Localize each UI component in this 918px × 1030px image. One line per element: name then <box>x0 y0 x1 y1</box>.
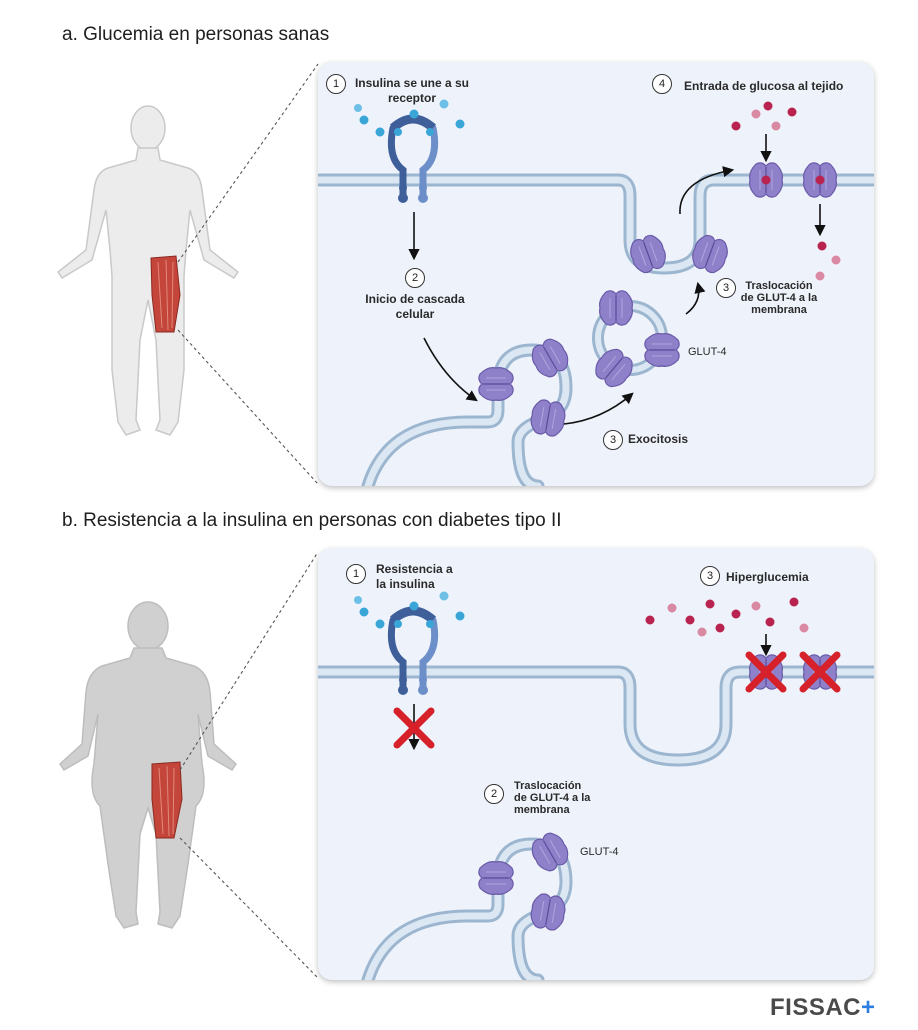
panel-healthy-glucose: 1 Insulina se une a su receptor 2 Inicio… <box>318 62 874 486</box>
obese-human-figure <box>59 601 237 929</box>
step-number: 2 <box>484 784 504 804</box>
brand-name: FISSAC <box>770 994 862 1021</box>
step-label-cascade: Inicio de cascada celular <box>365 292 465 321</box>
glut4-label: GLUT-4 <box>580 846 619 858</box>
step-label-glucose-entry: Entrada de glucosa al tejido <box>684 79 844 93</box>
step-label-glut4-translocation: Traslocación de GLUT-4 a la membrana <box>514 780 591 816</box>
brand-plus-icon: + <box>861 994 876 1021</box>
healthy-human-figure <box>56 105 240 436</box>
step-number: 3 <box>603 430 623 450</box>
step-label-insulin-resistance: Resistencia a la insulina <box>376 562 453 591</box>
step-number: 1 <box>326 74 346 94</box>
step-number: 3 <box>700 566 720 586</box>
step-label-insulin-binds: Insulina se une a su receptor <box>354 76 470 105</box>
step-label-exocytosis: Exocitosis <box>628 432 689 446</box>
step-number: 3 <box>716 278 736 298</box>
step-label-hyperglycemia: Hiperglucemia <box>726 570 809 584</box>
step-number: 1 <box>346 564 366 584</box>
panel-insulin-resistance: 1 Resistencia a la insulina 2 Traslocaci… <box>318 548 874 980</box>
cell-diagram-b <box>318 591 874 980</box>
glut4-label: GLUT-4 <box>688 346 727 358</box>
cell-diagram-a <box>318 99 874 486</box>
section-b-title: b. Resistencia a la insulina en personas… <box>62 510 562 531</box>
brand-logo: FISSAC+ <box>770 994 876 1022</box>
step-number: 4 <box>652 74 672 94</box>
section-a-title: a. Glucemia en personas sanas <box>62 24 330 45</box>
step-number: 2 <box>405 268 425 288</box>
step-label-glut4-translocation: Traslocación de GLUT-4 a la membrana <box>740 280 818 316</box>
